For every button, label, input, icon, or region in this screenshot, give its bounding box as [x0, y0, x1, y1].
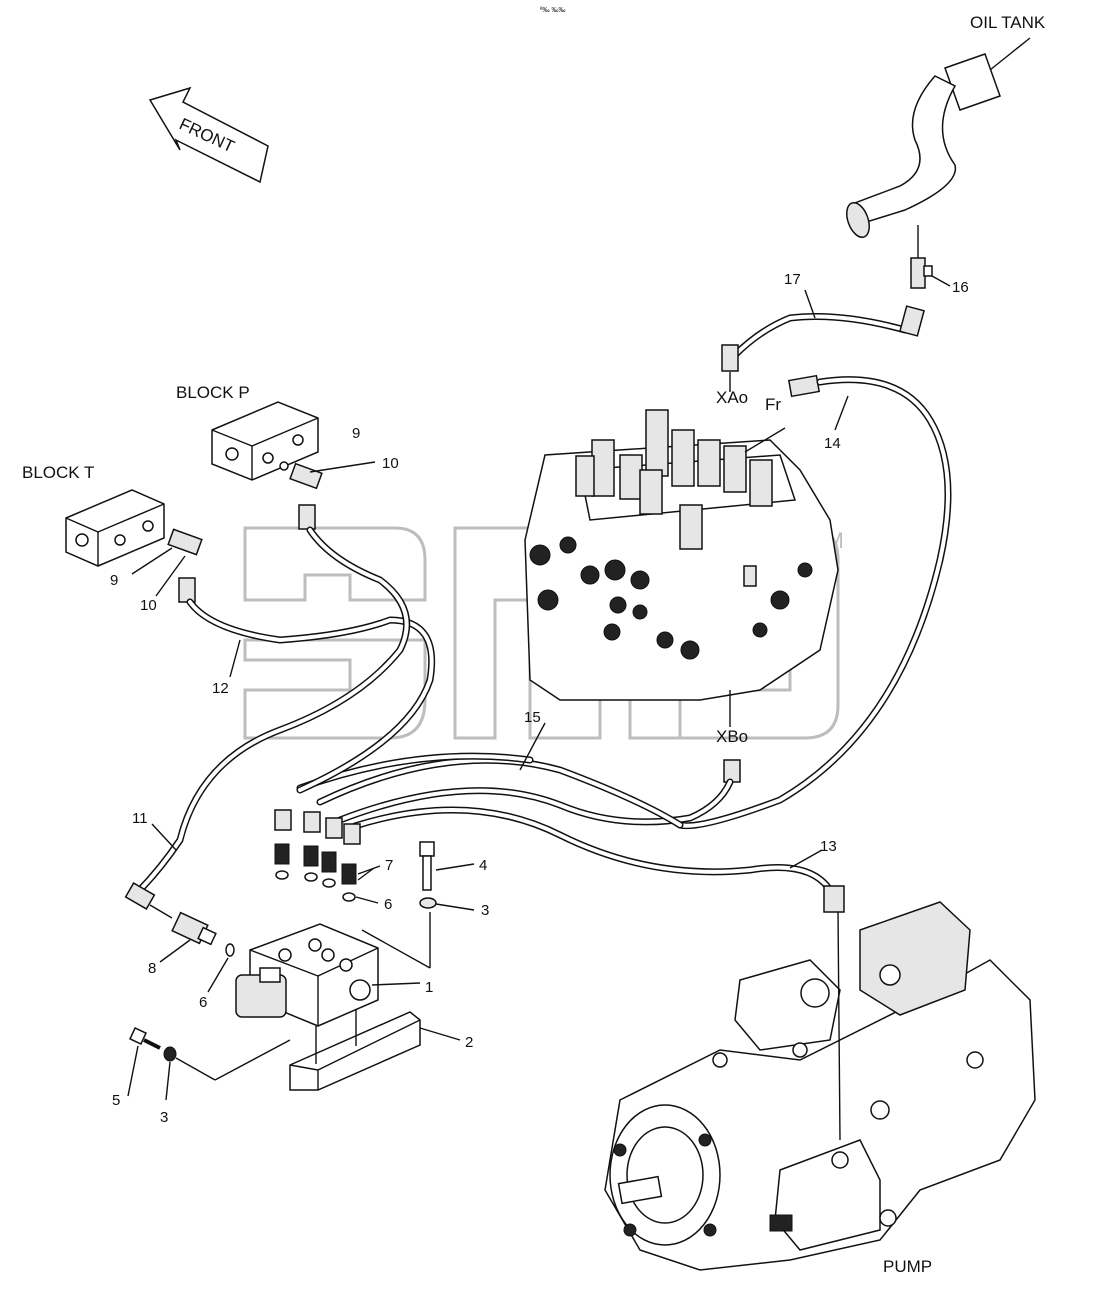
callout-6-upper: 6 [384, 896, 392, 913]
block-p: BLOCK P [176, 383, 376, 490]
callout-14: 14 [824, 435, 841, 452]
block-p-label: BLOCK P [176, 383, 250, 402]
fitting-8 [149, 904, 235, 993]
connectors-7 [274, 843, 381, 904]
block-t-label: BLOCK T [22, 463, 94, 482]
bolt-4 [419, 841, 475, 968]
callout-9-block-t: 9 [110, 572, 118, 589]
main-control-valve: XAo Fr XBo [524, 388, 839, 746]
hose-13 [351, 806, 845, 913]
header-code: ª‰ ‰‰ [540, 7, 566, 14]
xbo-port-label: XBo [716, 727, 748, 746]
callout-12: 12 [212, 680, 229, 697]
callout-1: 1 [425, 979, 433, 996]
oil-tank-pipe: OIL TANK [846, 13, 1046, 239]
hose-14 [676, 374, 952, 830]
callout-15: 15 [524, 709, 541, 726]
leader-lines [357, 289, 849, 881]
pump-label: PUMP [883, 1257, 932, 1276]
callout-3-washer: 3 [481, 902, 489, 919]
callout-13: 13 [820, 838, 837, 855]
callout-3-nut: 3 [160, 1109, 168, 1126]
callout-9-block-p: 9 [352, 425, 360, 442]
hose-11 [124, 504, 411, 910]
callout-7: 7 [385, 857, 393, 874]
fitting-16 [910, 225, 951, 289]
callout-17: 17 [784, 271, 801, 288]
hose-xbo [336, 759, 741, 826]
callout-8: 8 [148, 960, 156, 977]
manifold-hose-ends [274, 809, 361, 845]
oil-tank-label: OIL TANK [970, 13, 1046, 32]
callout-2: 2 [465, 1034, 473, 1051]
fr-port-label: Fr [765, 395, 781, 414]
callout-5: 5 [112, 1092, 120, 1109]
callout-16: 16 [952, 279, 969, 296]
callout-10-block-t: 10 [140, 597, 157, 614]
callout-10-block-p: 10 [382, 455, 399, 472]
pump-assembly: PUMP [604, 901, 1036, 1276]
bracket-2 [289, 1010, 461, 1091]
xao-port-label: XAo [716, 388, 748, 407]
callout-6-lower: 6 [199, 994, 207, 1011]
bolt-5 [127, 1027, 291, 1101]
block-t: BLOCK T [22, 463, 203, 597]
hose-12 [178, 577, 436, 794]
front-direction-arrow: FRONT [148, 86, 269, 184]
callout-4: 4 [479, 857, 487, 874]
callout-numbers: 1 2 3 3 4 5 6 6 7 8 9 9 10 10 11 12 13 1… [110, 271, 969, 1126]
hose-17 [721, 305, 925, 392]
solenoid-valve-1 [235, 923, 431, 1027]
callout-11: 11 [132, 810, 148, 827]
